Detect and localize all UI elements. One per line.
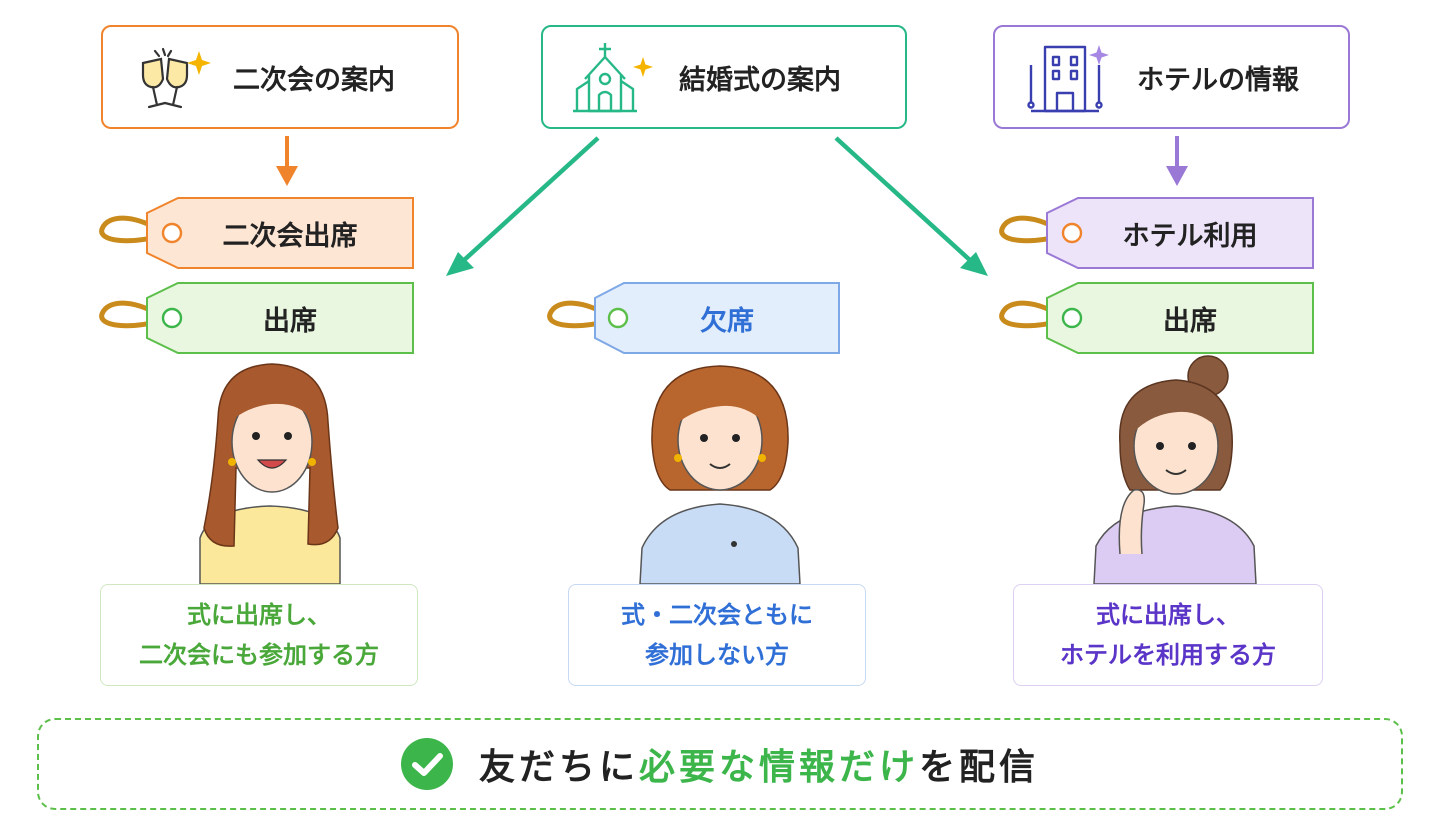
tag-string-icon: [547, 300, 615, 329]
arrow-wedding-left: [446, 136, 600, 276]
tag-label: ホテル利用: [1122, 220, 1258, 252]
tag-string-icon: [999, 300, 1067, 329]
arrow-party-down: [276, 136, 298, 186]
banner-text-highlight: 必要な情報だけ: [638, 747, 919, 788]
person-center-illustration: [639, 365, 801, 585]
caption-center: 式・二次会ともに 参加しない方: [568, 584, 866, 686]
hotel-info-box: ホテルの情報: [993, 25, 1350, 129]
tag-string-icon: [999, 215, 1067, 244]
tag-label: 出席: [1163, 305, 1217, 337]
check-circle-icon: [400, 738, 453, 790]
tag-string-icon: [99, 300, 167, 329]
wedding-info-label: 結婚式の案内: [679, 64, 841, 96]
arrow-hotel-down: [1166, 136, 1188, 186]
caption-right: 式に出席し、 ホテルを利用する方: [1013, 584, 1323, 686]
banner-text-post: を配信: [919, 747, 1040, 788]
person-right-illustration: [1093, 355, 1257, 585]
caption-line: 式に出席し、: [1096, 601, 1240, 629]
party-info-label: 二次会の案内: [233, 64, 395, 96]
tag-absent: 欠席: [546, 282, 846, 356]
party-info-box: 二次会の案内: [101, 25, 459, 129]
hotel-info-label: ホテルの情報: [1137, 64, 1299, 96]
caption-line: 参加しない方: [645, 641, 789, 669]
tag-label: 二次会出席: [222, 220, 358, 252]
hotel-building-icon: [1027, 39, 1111, 126]
chapel-icon: [571, 39, 655, 126]
tag-hotel-use: ホテル利用: [998, 197, 1318, 271]
tag-attend-right: 出席: [998, 282, 1318, 356]
tag-string-icon: [99, 215, 167, 244]
tag-party-attend: 二次会出席: [98, 197, 418, 271]
tag-label: 欠席: [700, 305, 754, 337]
wedding-info-box: 結婚式の案内: [541, 25, 907, 129]
tag-attend-left: 出席: [98, 282, 418, 356]
arrow-wedding-right: [834, 136, 988, 276]
person-left-illustration: [199, 363, 341, 585]
caption-left: 式に出席し、 二次会にも参加する方: [100, 584, 418, 686]
caption-line: 式に出席し、: [187, 601, 331, 629]
champagne-toast-icon: [133, 41, 213, 124]
caption-line: ホテルを利用する方: [1060, 641, 1276, 669]
delivery-banner: 友だちに必要な情報だけを配信: [37, 718, 1403, 810]
caption-line: 二次会にも参加する方: [139, 641, 379, 669]
caption-line: 式・二次会ともに: [621, 601, 813, 629]
tag-label: 出席: [263, 305, 317, 337]
banner-text-pre: 友だちに: [478, 747, 639, 788]
